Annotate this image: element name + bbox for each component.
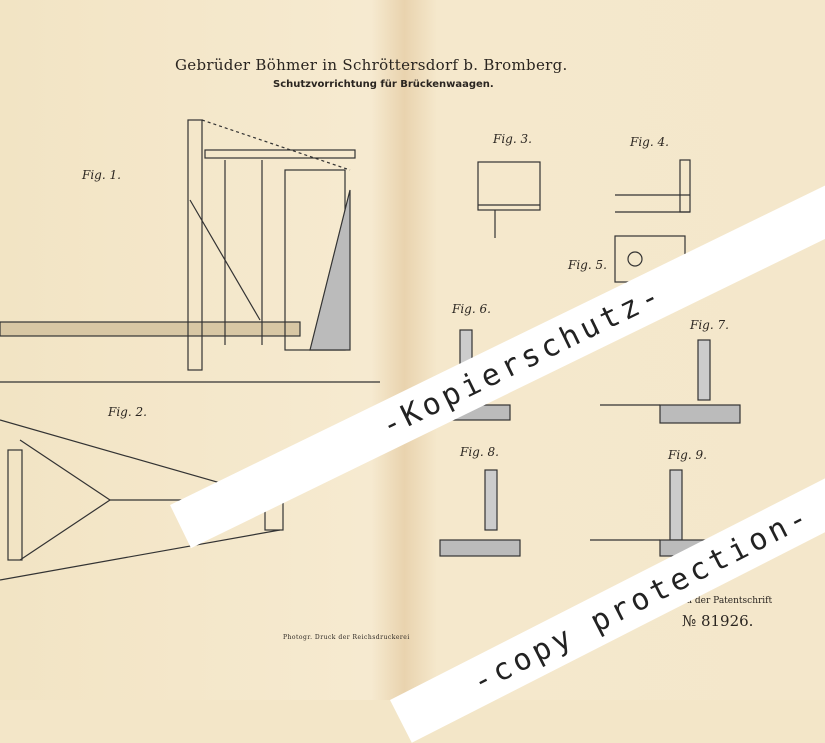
fig-9-label: Fig. 9. bbox=[668, 448, 707, 462]
printer-note: Photogr. Druck der Reichsdruckerei bbox=[283, 634, 410, 641]
fig7-drawing bbox=[600, 339, 741, 424]
fig4-drawing bbox=[615, 159, 691, 213]
technical-drawings bbox=[0, 119, 741, 581]
fig-4-label: Fig. 4. bbox=[630, 135, 669, 149]
fig-3-label: Fig. 3. bbox=[493, 132, 532, 146]
fig8-drawing bbox=[439, 469, 521, 557]
fig-1-label: Fig. 1. bbox=[82, 168, 121, 182]
patent-number: № 81926. bbox=[682, 612, 754, 630]
fig-2-label: Fig. 2. bbox=[108, 405, 147, 419]
fig-5-label: Fig. 5. bbox=[568, 258, 607, 272]
fig-8-label: Fig. 8. bbox=[460, 445, 499, 459]
patent-subtitle: Schutzvorrichtung für Brückenwaagen. bbox=[273, 79, 494, 90]
patent-title: Gebrüder Böhmer in Schröttersdorf b. Bro… bbox=[175, 56, 568, 74]
fig-6-label: Fig. 6. bbox=[452, 302, 491, 316]
fig-7-label: Fig. 7. bbox=[690, 318, 729, 332]
fig1-drawing bbox=[0, 119, 380, 383]
fig3-drawing bbox=[477, 161, 541, 238]
patent-reference: Zu der Patentschrift bbox=[680, 596, 773, 606]
